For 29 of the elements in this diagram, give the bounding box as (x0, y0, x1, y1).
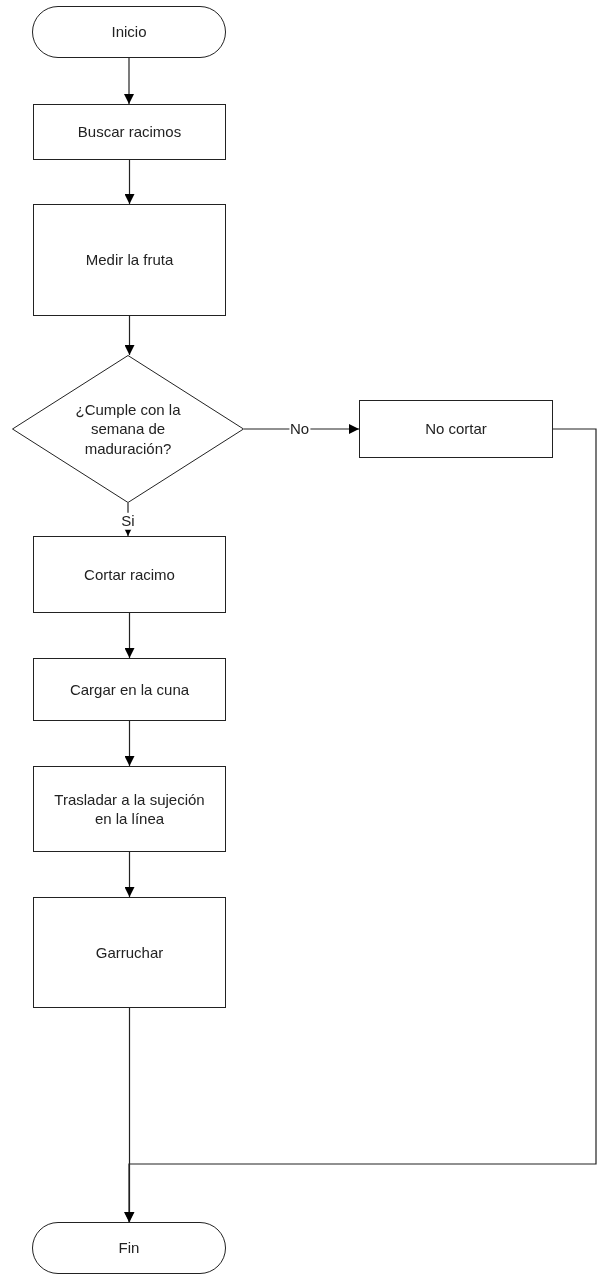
edge-label: Si (120, 512, 136, 530)
process-box (33, 897, 226, 1008)
process-box (359, 400, 553, 458)
arrow (124, 720, 135, 767)
process-box (33, 204, 226, 316)
node-label: Cargar en la cuna (69, 679, 190, 700)
process-box (33, 104, 226, 160)
node-label: Fin (118, 1238, 140, 1258)
node-label: Buscar racimos (77, 122, 182, 142)
process-box (33, 536, 226, 613)
process-box (33, 766, 226, 852)
process-box (33, 658, 226, 721)
arrow (124, 315, 135, 356)
arrow (124, 851, 135, 898)
node-label: Medir la fruta (85, 250, 174, 270)
arrow (124, 57, 134, 105)
node-label: No cortar (425, 419, 487, 439)
node-label: Cortar racimo (84, 564, 175, 585)
node-label: Trasladar a la sujeción en la línea (53, 789, 206, 829)
node-label: Garruchar (95, 942, 164, 963)
arrow (124, 612, 135, 659)
arrow (124, 159, 135, 205)
arrow (124, 428, 597, 1223)
arrow (243, 424, 360, 434)
decision-diamond (12, 355, 244, 503)
terminal-shape (32, 1222, 226, 1274)
node-label: ¿Cumple con la semana de maduración? (74, 399, 182, 459)
terminal-shape (32, 6, 226, 58)
node-label: Inicio (111, 22, 147, 42)
